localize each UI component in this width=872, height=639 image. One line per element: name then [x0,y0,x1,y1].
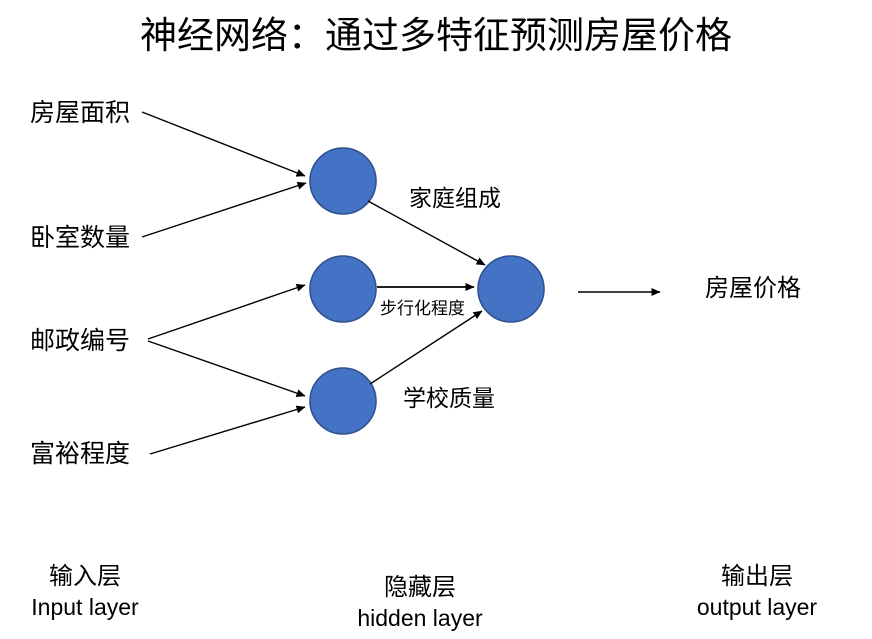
edge-bedrooms-to-hidden1 [141,181,307,238]
layer-caption-output-zh: 输出层 [721,563,793,590]
edge-house-area-to-hidden1 [141,111,306,177]
edge-wealth-to-hidden3 [149,405,306,455]
layer-caption-hidden-zh: 隐藏层 [384,574,456,601]
layer-caption-hidden-en: hidden layer [357,605,483,632]
hidden-node-2 [309,255,377,323]
hidden-label-school-quality: 学校质量 [403,385,495,411]
output-label-house-price: 房屋价格 [705,275,801,302]
layer-caption-input-en: Input layer [31,594,139,621]
layer-caption-output: 输出层 output layer [667,561,847,623]
edge-hidden1-to-output [367,200,486,266]
layer-caption-input-zh: 输入层 [49,563,121,590]
input-label-zip-code: 邮政编号 [30,327,131,355]
layer-caption-hidden: 隐藏层 hidden layer [330,572,510,634]
diagram-title: 神经网络：通过多特征预测房屋价格 [140,15,732,56]
edge-zipcode-to-hidden2 [147,283,306,340]
hidden-node-3 [309,367,377,435]
hidden-label-family-composition: 家庭组成 [409,185,501,211]
output-node [477,255,545,323]
edge-hidden3-to-output [369,310,483,385]
input-label-house-area: 房屋面积 [30,99,131,127]
input-label-wealth-level: 富裕程度 [30,440,131,468]
layer-caption-output-en: output layer [696,594,818,621]
layer-caption-input: 输入层 Input layer [0,561,175,623]
hidden-node-1 [309,147,377,215]
input-label-bedroom-count: 卧室数量 [30,224,131,252]
edge-zipcode-to-hidden3 [147,340,306,397]
hidden-label-walkability: 步行化程度 [380,299,465,318]
